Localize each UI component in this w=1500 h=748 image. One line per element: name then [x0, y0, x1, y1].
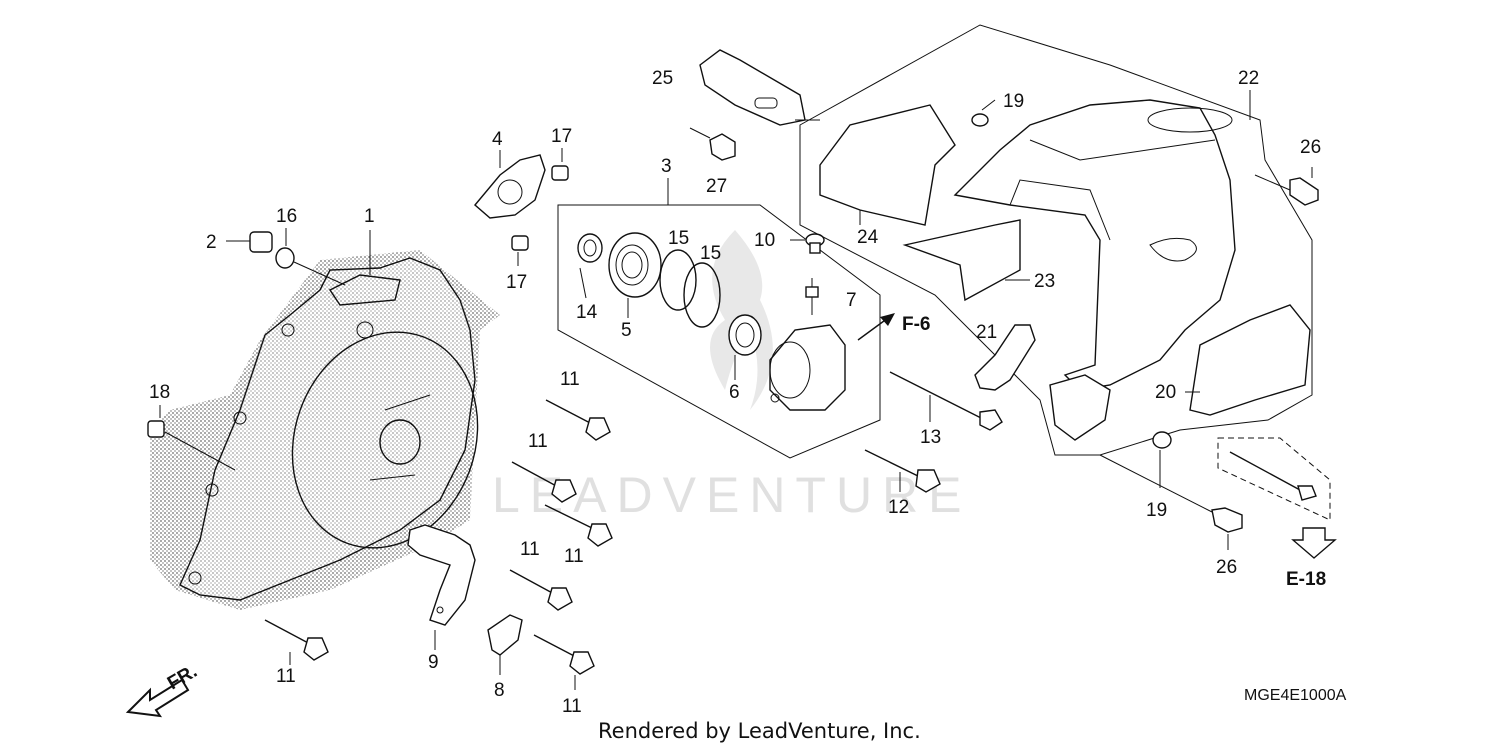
- callout-22: 22: [1238, 68, 1259, 89]
- callout-7: 7: [846, 290, 857, 311]
- diagram-code: MGE4E1000A: [1244, 687, 1347, 704]
- bolt-11-d: [509, 569, 573, 611]
- callout-1: 1: [364, 206, 375, 227]
- bolt-11-f: [264, 619, 329, 661]
- callout-24: 24: [857, 227, 879, 248]
- f6-reference-arrow: [857, 313, 895, 341]
- callout-16: 16: [276, 206, 297, 227]
- leader-lines: [289, 90, 1251, 690]
- duct-24: [819, 104, 956, 226]
- long-bolt-dashed: [1217, 437, 1331, 521]
- seal-14: [577, 233, 603, 263]
- callout-11d: 11: [520, 539, 540, 560]
- bolt-12: [864, 449, 941, 493]
- dowel-pin-17-top: [551, 148, 569, 181]
- callout-18: 18: [149, 382, 170, 403]
- callout-4: 4: [492, 129, 503, 150]
- callout-2: 2: [206, 232, 217, 253]
- grommet-19-top: [971, 99, 996, 127]
- callout-17b: 17: [506, 272, 527, 293]
- front-direction-arrow: [125, 678, 190, 718]
- callout-27: 27: [706, 176, 727, 197]
- callout-17a: 17: [551, 126, 572, 147]
- f6-reference-label[interactable]: F-6: [902, 314, 931, 335]
- callout-3: 3: [661, 156, 672, 177]
- air-cleaner-outline: [799, 24, 1313, 456]
- bracket-8: [487, 614, 523, 656]
- callout-12: 12: [888, 497, 909, 518]
- callout-11a: 11: [560, 369, 580, 390]
- air-cleaner-housing-22: [953, 99, 1236, 441]
- callout-11f: 11: [276, 666, 296, 687]
- dowel-pin-18: [147, 405, 236, 471]
- e18-reference-label[interactable]: E-18: [1286, 569, 1326, 590]
- callout-8: 8: [494, 680, 505, 701]
- bolt-10: [805, 233, 825, 254]
- o-ring-15b: [683, 262, 721, 328]
- bolt-11-b: [511, 461, 577, 503]
- callout-9: 9: [428, 652, 439, 673]
- bolt-27: [689, 127, 736, 161]
- callout-11e: 11: [562, 696, 582, 717]
- footer-credit: Rendered by LeadVenture, Inc.: [598, 719, 921, 743]
- bolt-26-bottom: [1099, 454, 1243, 550]
- callout-21: 21: [976, 322, 997, 343]
- bolt-11-a: [545, 399, 611, 441]
- bolt-13: [889, 371, 1003, 431]
- callout-numbers: 1 2 3 4 5 6 7 8 9 10 12 13 14 15 15 16 1…: [149, 68, 1321, 717]
- o-ring-15a: [659, 249, 697, 311]
- callout-15a: 15: [668, 228, 689, 249]
- starter-clutch-box: [557, 178, 881, 459]
- filter-20: [1189, 304, 1311, 416]
- callout-20: 20: [1155, 382, 1176, 403]
- bolt-11-c: [544, 504, 613, 547]
- callout-19b: 19: [1146, 500, 1167, 521]
- bracket-21: [974, 324, 1036, 391]
- grommet-19-bottom: [1152, 431, 1172, 488]
- e18-reference-arrow: [1291, 527, 1337, 559]
- callout-10: 10: [754, 230, 775, 251]
- screw-7: [805, 278, 819, 315]
- callout-11c: 11: [564, 546, 584, 567]
- callout-13: 13: [920, 427, 941, 448]
- valve-body: [769, 324, 846, 411]
- callout-26b: 26: [1216, 557, 1237, 578]
- o-ring-16: [275, 228, 346, 286]
- callout-15b: 15: [700, 243, 721, 264]
- bolt-11-e: [533, 634, 595, 675]
- bolt-26-top: [1254, 167, 1319, 206]
- callout-5: 5: [621, 320, 632, 341]
- bearing-5: [608, 232, 662, 298]
- callout-19a: 19: [1003, 91, 1024, 112]
- callout-14: 14: [576, 302, 598, 323]
- dowel-pin-2: [226, 231, 273, 253]
- acg-cover: [150, 250, 500, 610]
- callout-26a: 26: [1300, 137, 1321, 158]
- dowel-pin-17-bottom: [511, 235, 529, 266]
- callout-6: 6: [729, 382, 740, 403]
- callout-11b: 11: [528, 431, 548, 452]
- seal-6: [728, 314, 762, 356]
- bracket-9: [407, 524, 476, 626]
- callout-25: 25: [652, 68, 673, 89]
- duct-23: [902, 219, 1021, 302]
- bracket-25: [699, 49, 820, 126]
- gasket-4: [474, 150, 546, 219]
- callout-23: 23: [1034, 271, 1055, 292]
